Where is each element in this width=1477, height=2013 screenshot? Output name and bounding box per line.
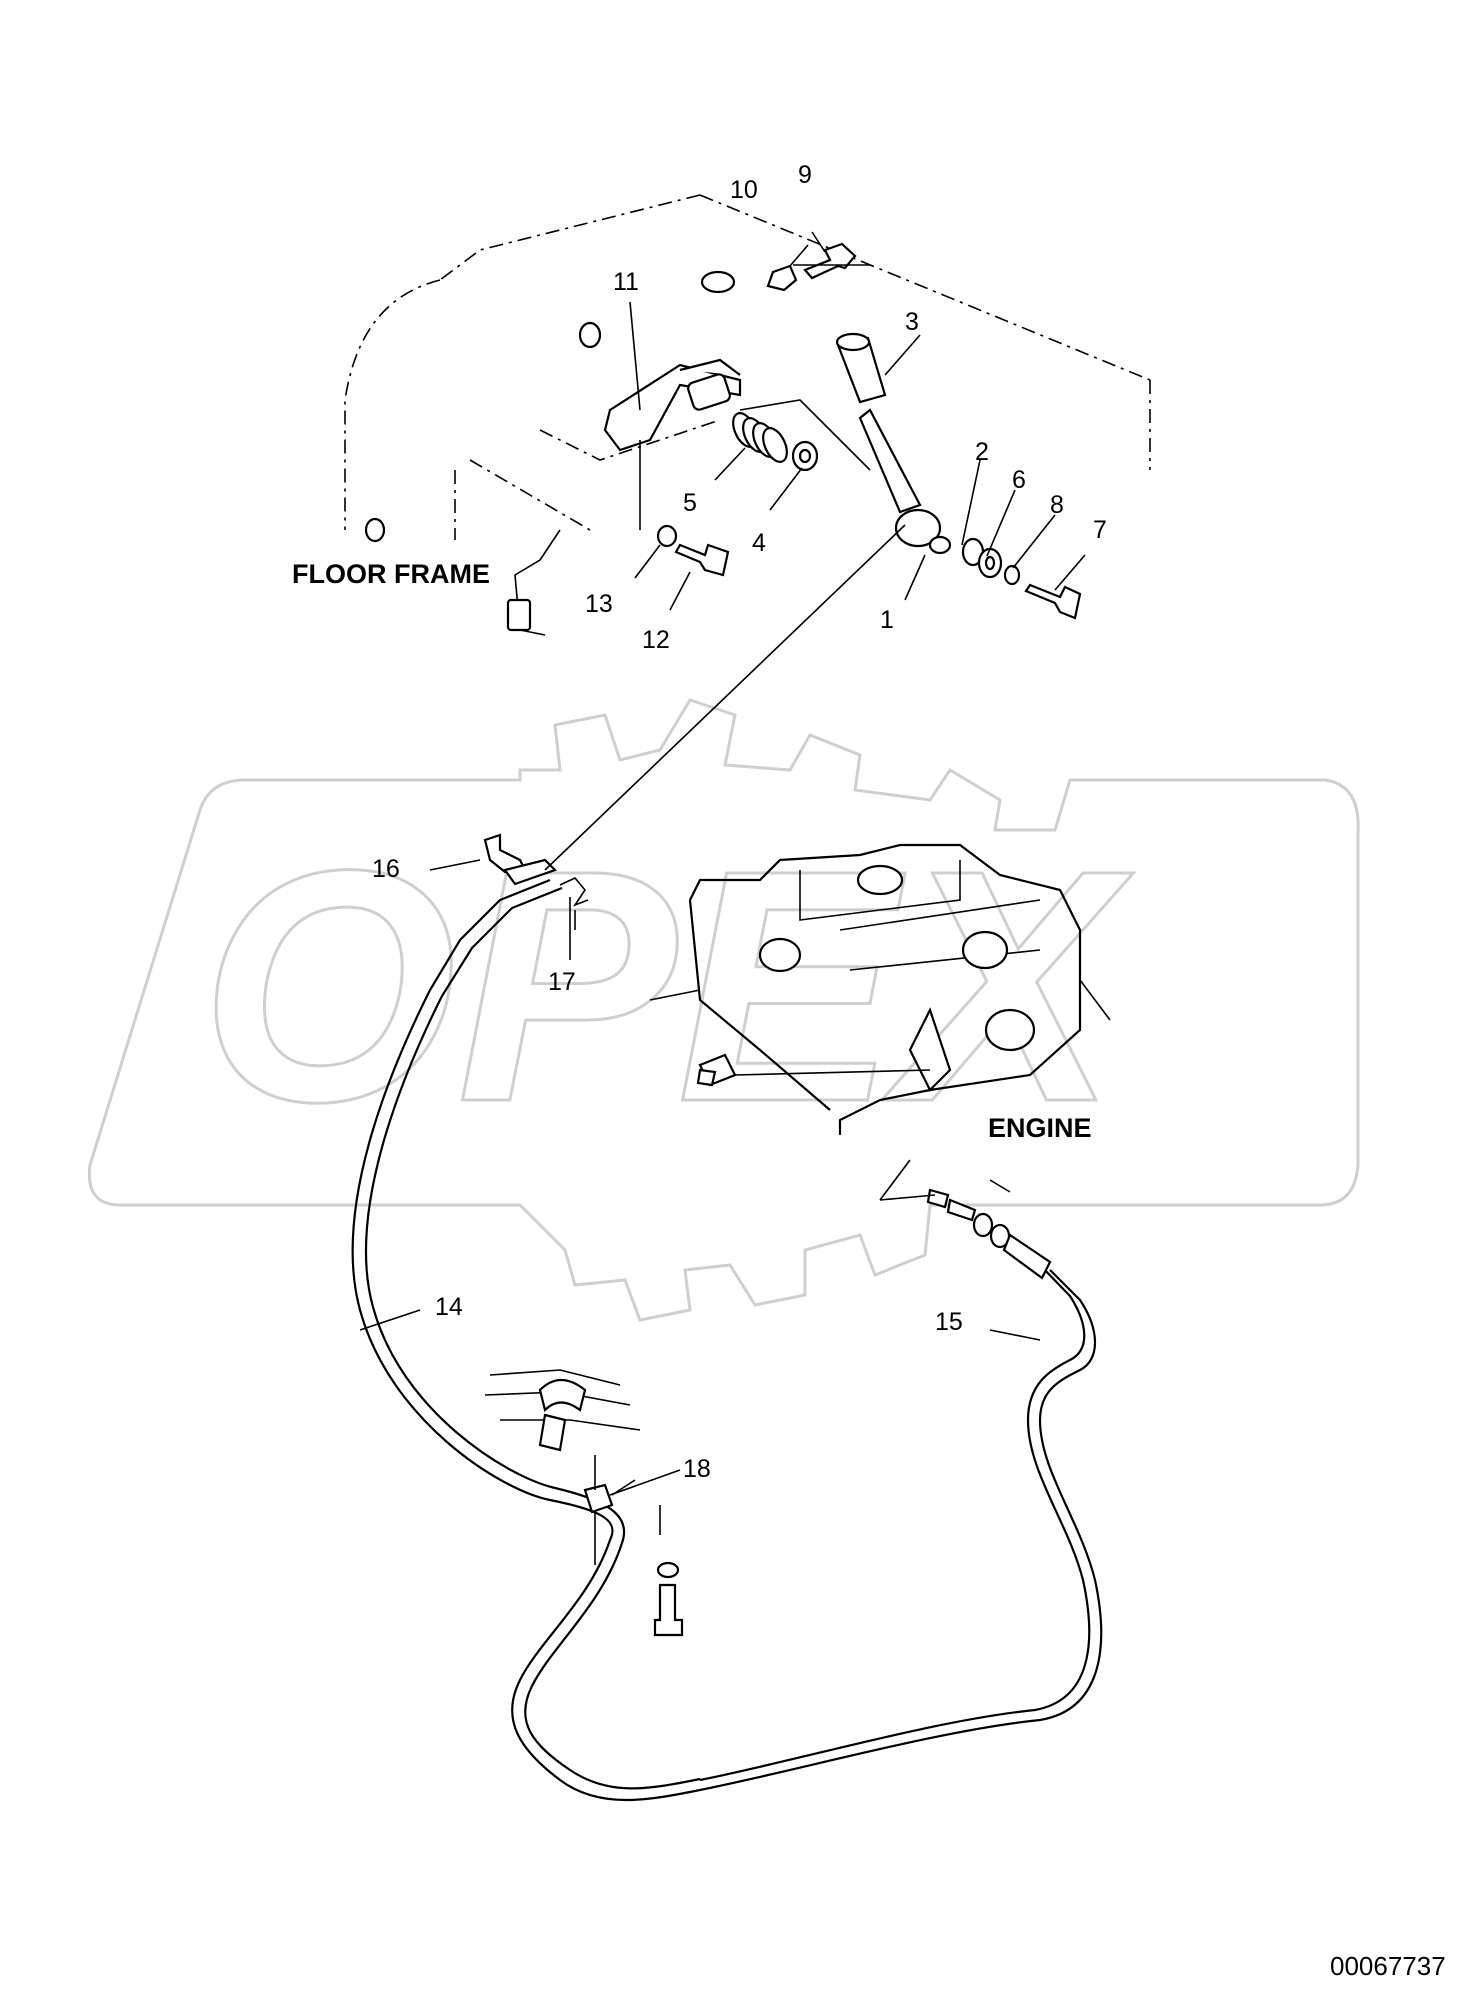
callout-14: 14 xyxy=(435,1293,463,1321)
watermark-text: OPEX xyxy=(200,801,1134,1170)
cable-part-14 xyxy=(351,524,906,1802)
engine-assembly xyxy=(649,843,1111,1135)
callout-7: 7 xyxy=(1093,516,1107,544)
callout-5: 5 xyxy=(683,489,697,517)
callout-18: 18 xyxy=(683,1455,711,1483)
lever-assembly xyxy=(603,242,1082,620)
callout-17: 17 xyxy=(548,968,576,996)
washer-part-8 xyxy=(1003,564,1021,586)
cable-part-15 xyxy=(699,1159,1103,1792)
bolt-part-9 xyxy=(803,242,857,280)
lever-part-1 xyxy=(858,408,922,514)
clamp-part-18 xyxy=(583,1483,614,1514)
clamp-assembly xyxy=(484,1369,684,1637)
callout-15: 15 xyxy=(935,1308,963,1336)
leader-lines xyxy=(359,231,1086,1496)
callout-3: 3 xyxy=(905,308,919,336)
bolt-part-12 xyxy=(674,543,730,577)
washer-part-13 xyxy=(656,524,678,548)
callout-6: 6 xyxy=(1012,466,1026,494)
floor-frame-label: FLOOR FRAME xyxy=(292,559,490,589)
callout-16: 16 xyxy=(372,855,400,883)
nut-part-10 xyxy=(766,264,798,292)
watermark-logo: OPEX xyxy=(87,698,1360,1322)
callout-1: 1 xyxy=(880,606,894,634)
callout-2: 2 xyxy=(975,438,989,466)
callout-10: 10 xyxy=(730,176,758,204)
clip-part-17 xyxy=(559,877,589,907)
engine-label: ENGINE xyxy=(988,1113,1092,1143)
callout-11: 11 xyxy=(613,268,639,296)
callout-9: 9 xyxy=(798,161,812,189)
callout-8: 8 xyxy=(1050,491,1064,519)
document-number: 00067737 xyxy=(1330,1951,1446,1981)
watermark-gear-outline xyxy=(87,698,1360,1322)
floor-frame xyxy=(344,194,1151,636)
callout-13: 13 xyxy=(585,590,613,618)
bolt-part-7 xyxy=(1024,583,1082,620)
spring-part-5 xyxy=(732,412,788,463)
callout-12: 12 xyxy=(642,626,670,654)
callout-4: 4 xyxy=(752,529,766,557)
